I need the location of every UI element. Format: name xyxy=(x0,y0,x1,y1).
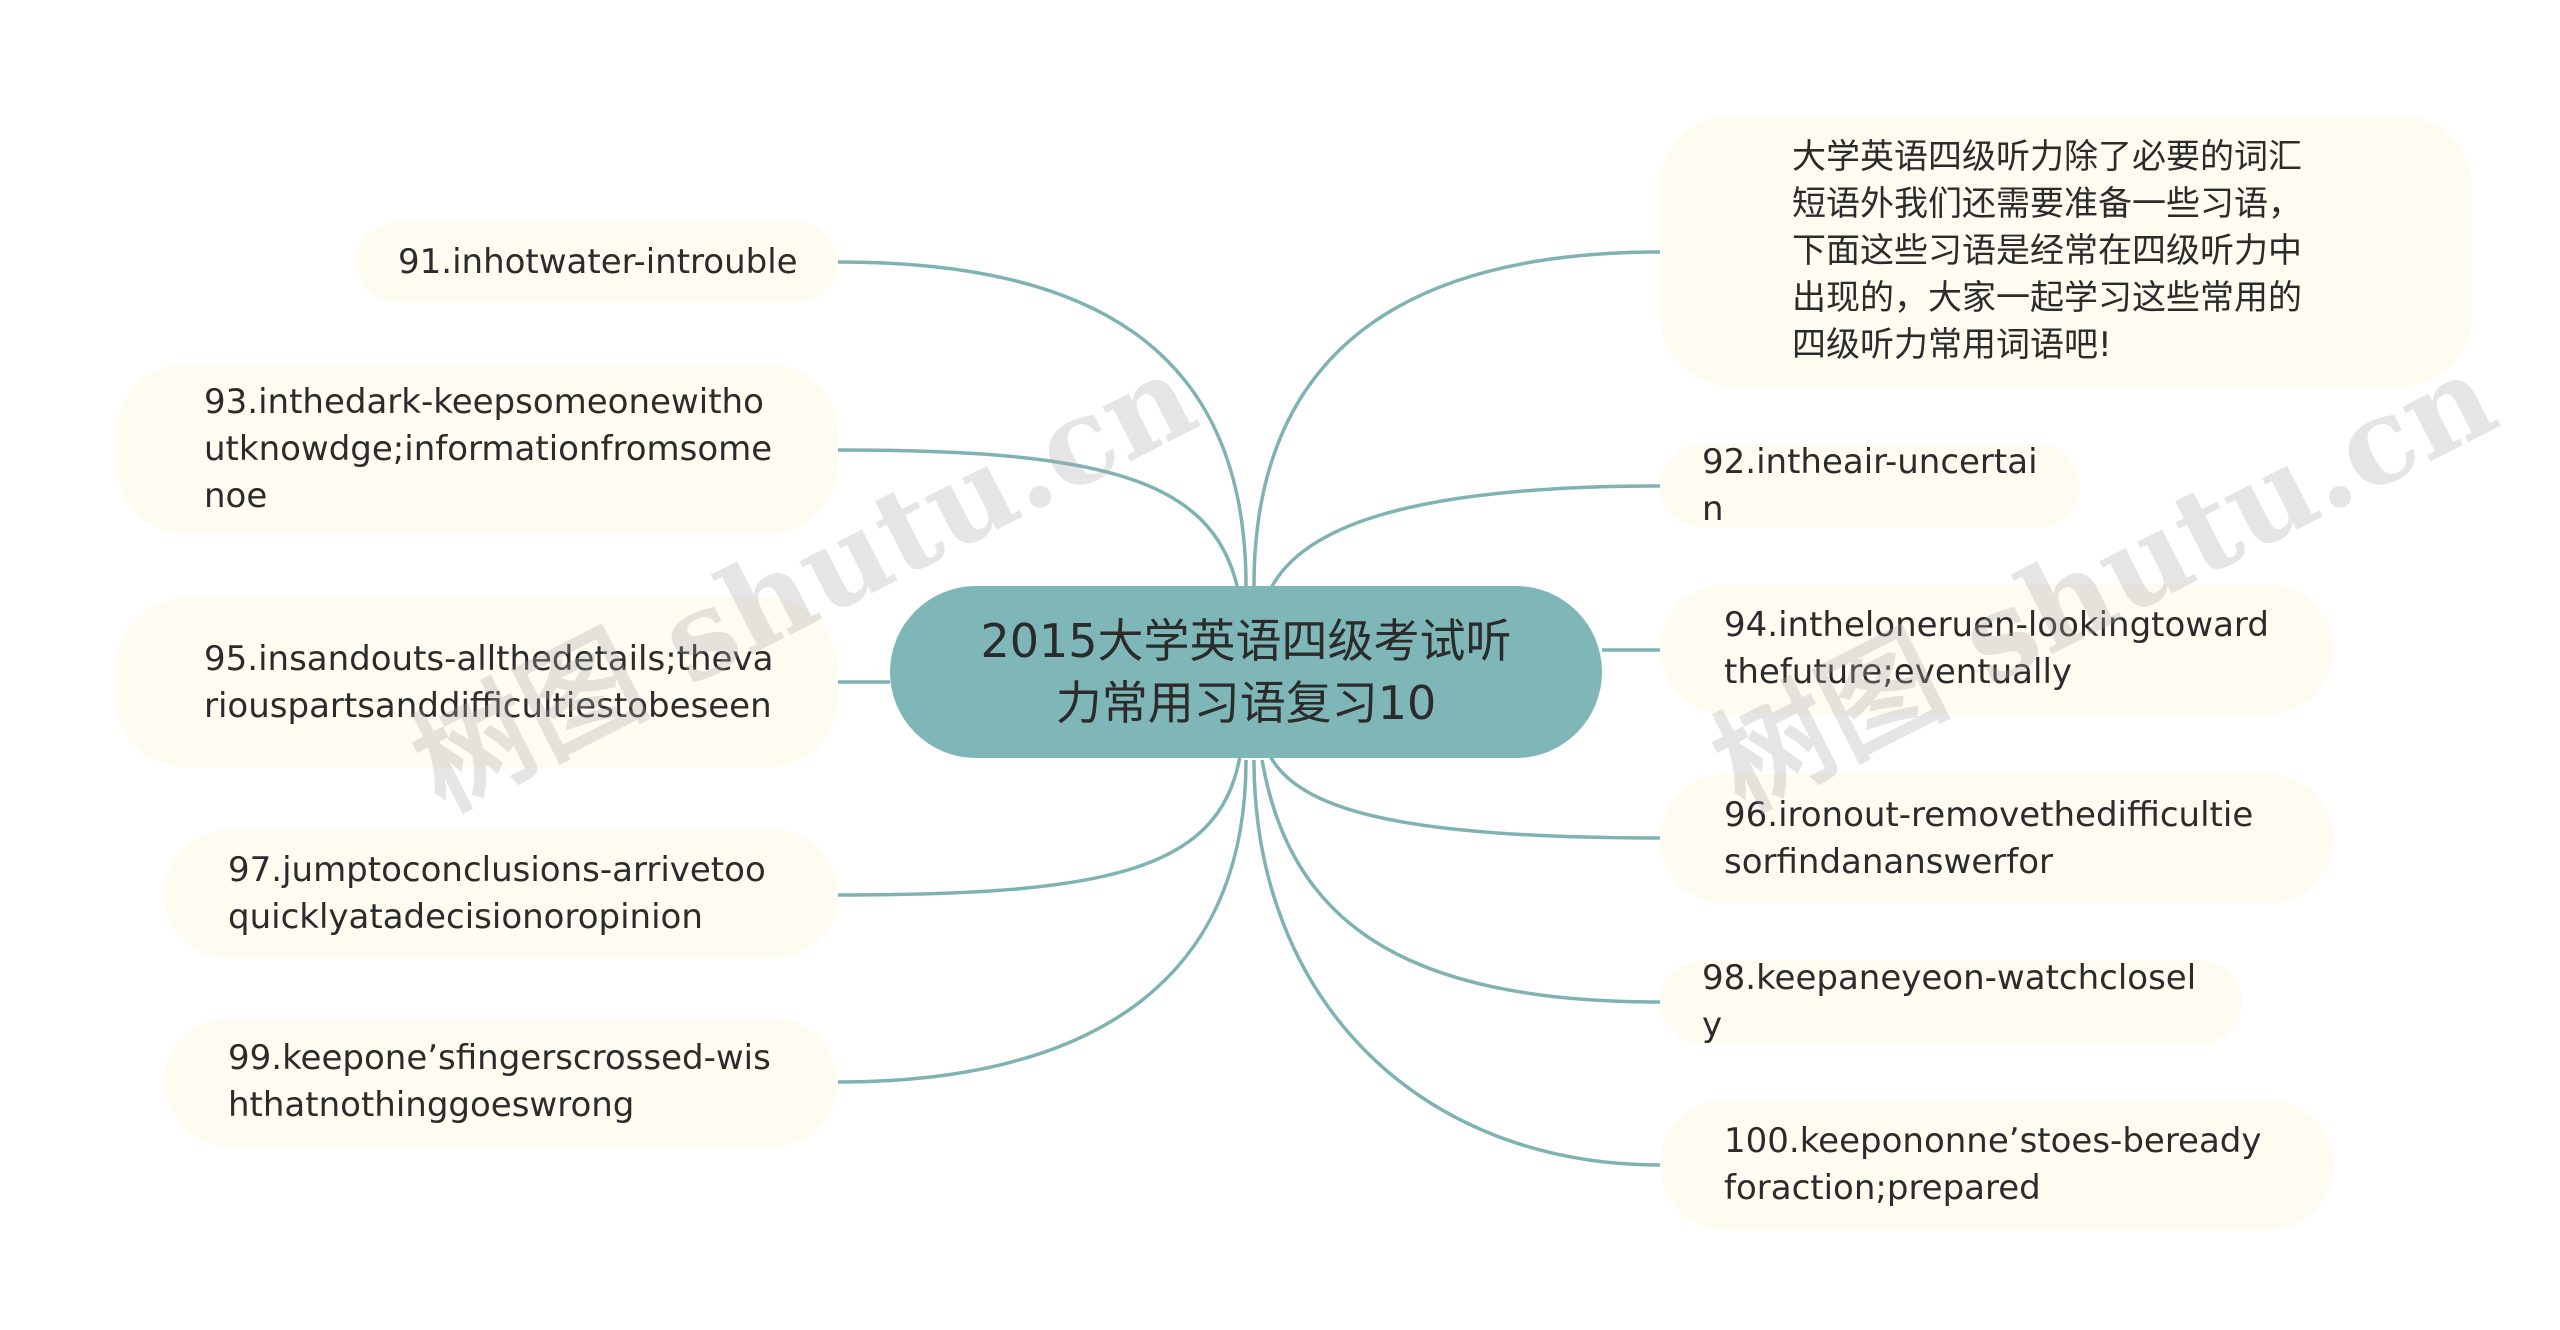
node-91[interactable]: 91.inhotwater-introuble xyxy=(356,222,838,302)
node-92-text: 92.intheair-uncertain xyxy=(1702,442,2038,529)
edge-99 xyxy=(837,759,1248,1084)
edge-intro xyxy=(1252,250,1661,587)
node-95-text: 95.insandouts-allthedetails;thevariouspa… xyxy=(204,639,774,726)
edge-100 xyxy=(1252,759,1661,1167)
node-93-text: 93.inthedark-keepsomeonewithoutknowdge;i… xyxy=(204,381,773,516)
node-98-text: 98.keepaneyeon-watchclosely xyxy=(1702,958,2197,1045)
center-topic[interactable]: 2015大学英语四级考试听力常用习语复习10 xyxy=(890,586,1602,758)
node-94[interactable]: 94.intheloneruen-lookingtowardthefuture;… xyxy=(1660,584,2334,714)
edge-91 xyxy=(837,260,1248,587)
edge-98 xyxy=(1260,759,1661,1004)
node-99-text: 99.keepone’sfingerscrossed-wishthatnothi… xyxy=(228,1038,771,1125)
edge-93 xyxy=(837,448,1242,601)
node-intro[interactable]: 大学英语四级听力除了必要的词汇短语外我们还需要准备一些习语，下面这些习语是经常在… xyxy=(1660,116,2472,386)
edge-97 xyxy=(837,755,1242,897)
node-96[interactable]: 96.ironout-removethedifficultiesorfindan… xyxy=(1660,774,2334,904)
node-98[interactable]: 98.keepaneyeon-watchclosely xyxy=(1660,958,2242,1045)
center-topic-title: 2015大学英语四级考试听力常用习语复习10 xyxy=(980,614,1512,730)
node-93[interactable]: 93.inthedark-keepsomeonewithoutknowdge;i… xyxy=(116,364,838,534)
node-95[interactable]: 95.insandouts-allthedetails;thevariouspa… xyxy=(116,598,838,768)
node-96-text: 96.ironout-removethedifficultiesorfindan… xyxy=(1724,795,2254,882)
edge-96 xyxy=(1268,755,1661,840)
node-94-text: 94.intheloneruen-lookingtowardthefuture;… xyxy=(1724,605,2269,692)
node-92[interactable]: 92.intheair-uncertain xyxy=(1660,442,2080,529)
node-97-text: 97.jumptoconclusions-arrivetooquicklyata… xyxy=(228,850,766,937)
edge-92 xyxy=(1268,484,1661,591)
node-97[interactable]: 97.jumptoconclusions-arrivetooquicklyata… xyxy=(164,830,838,958)
node-100[interactable]: 100.keepononne’stoes-bereadyforaction;pr… xyxy=(1660,1100,2334,1230)
node-100-text: 100.keepononne’stoes-bereadyforaction;pr… xyxy=(1724,1121,2262,1208)
node-99[interactable]: 99.keepone’sfingerscrossed-wishthatnothi… xyxy=(164,1018,838,1146)
node-intro-text: 大学英语四级听力除了必要的词汇短语外我们还需要准备一些习语，下面这些习语是经常在… xyxy=(1792,136,2302,365)
node-91-text: 91.inhotwater-introuble xyxy=(398,241,798,282)
